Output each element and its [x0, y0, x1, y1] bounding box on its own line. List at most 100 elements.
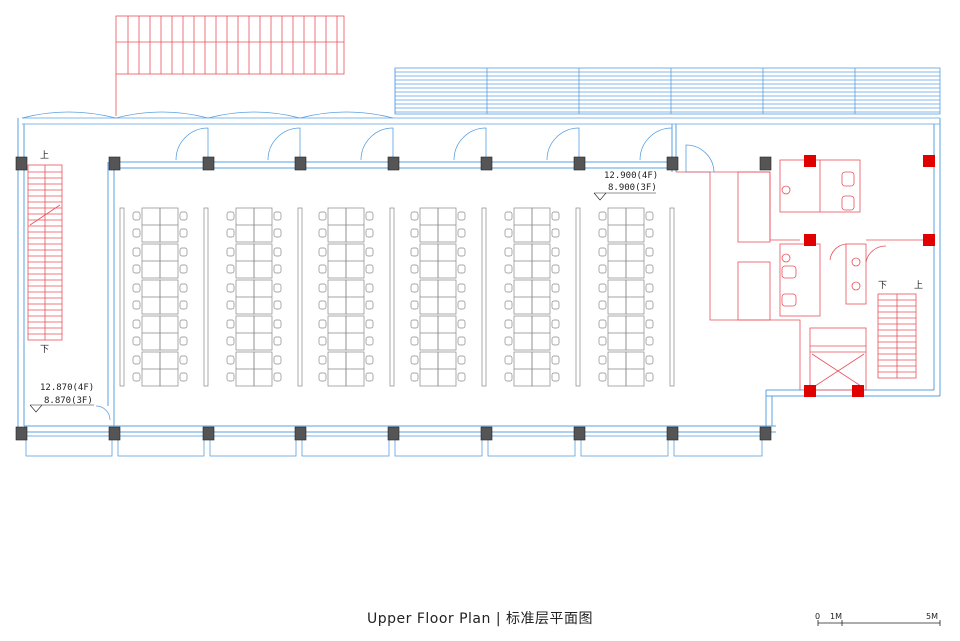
facade-panel [487, 435, 576, 457]
chair [645, 300, 654, 310]
chair [551, 336, 560, 346]
chair [504, 228, 513, 238]
chair [645, 355, 654, 365]
chair [410, 319, 419, 329]
column [202, 426, 215, 441]
chair [504, 372, 513, 382]
drawing-title: Upper Floor Plan | 标准层平面图 [366, 611, 594, 627]
chair [318, 247, 327, 257]
chair [365, 211, 374, 221]
structural-columns [15, 155, 935, 441]
column [15, 426, 28, 441]
core-column [923, 234, 935, 246]
chair [410, 264, 419, 274]
chair [273, 355, 282, 365]
chair [410, 336, 419, 346]
chair [318, 264, 327, 274]
chair [273, 336, 282, 346]
chair [457, 211, 466, 221]
partition [575, 207, 581, 387]
chair [179, 372, 188, 382]
chair [179, 300, 188, 310]
chair [365, 300, 374, 310]
chair [551, 283, 560, 293]
service-core [676, 159, 934, 391]
facade-panel [25, 435, 113, 457]
column [573, 156, 586, 171]
chair [598, 319, 607, 329]
chair [132, 211, 141, 221]
chair [179, 336, 188, 346]
scale-one: 1M [830, 612, 842, 621]
core-column [923, 155, 935, 167]
chair [273, 372, 282, 382]
chair [179, 283, 188, 293]
chair [504, 355, 513, 365]
chair [551, 372, 560, 382]
column [202, 156, 215, 171]
chair [365, 355, 374, 365]
chair [273, 264, 282, 274]
chair [226, 283, 235, 293]
chair [132, 247, 141, 257]
column [387, 426, 400, 441]
chair [365, 247, 374, 257]
chair [457, 247, 466, 257]
chair [645, 264, 654, 274]
chair [598, 300, 607, 310]
facade-arches [21, 111, 940, 125]
chair [132, 300, 141, 310]
chair [318, 372, 327, 382]
column [294, 426, 307, 441]
chair [504, 336, 513, 346]
top-stair-structure [115, 15, 345, 116]
chair [645, 372, 654, 382]
chair [410, 283, 419, 293]
chair [551, 247, 560, 257]
canopy-structure [394, 67, 941, 115]
chair [132, 264, 141, 274]
chair [457, 228, 466, 238]
level-marker-left: 12.870(4F) 8.870(3F) [29, 383, 94, 413]
chair [504, 211, 513, 221]
column [108, 156, 121, 171]
chair [179, 228, 188, 238]
core-column [804, 234, 816, 246]
column [15, 156, 28, 171]
column [573, 426, 586, 441]
chair [504, 264, 513, 274]
level-right-lower: 8.900(3F) [608, 183, 657, 193]
chair [226, 319, 235, 329]
chair [457, 319, 466, 329]
chair [551, 300, 560, 310]
workstations [119, 207, 675, 387]
chair [179, 319, 188, 329]
chair [179, 247, 188, 257]
facade-panel [301, 435, 390, 457]
column [759, 156, 772, 171]
chair [598, 211, 607, 221]
chair [551, 319, 560, 329]
chair [457, 264, 466, 274]
chair [504, 319, 513, 329]
partition [119, 207, 125, 387]
chair [273, 283, 282, 293]
chair [645, 283, 654, 293]
bottom-facade [25, 435, 763, 457]
chair [226, 300, 235, 310]
level-left-lower: 8.870(3F) [44, 396, 93, 406]
chair [457, 355, 466, 365]
core-column [804, 155, 816, 167]
stair-up-mark-right: 上 [914, 280, 923, 291]
partition [389, 207, 395, 387]
core-column [852, 385, 864, 397]
chair [226, 211, 235, 221]
chair [226, 372, 235, 382]
chair [132, 228, 141, 238]
column [387, 156, 400, 171]
chair [645, 319, 654, 329]
chair [226, 247, 235, 257]
chair [551, 211, 560, 221]
facade-panel [580, 435, 669, 457]
